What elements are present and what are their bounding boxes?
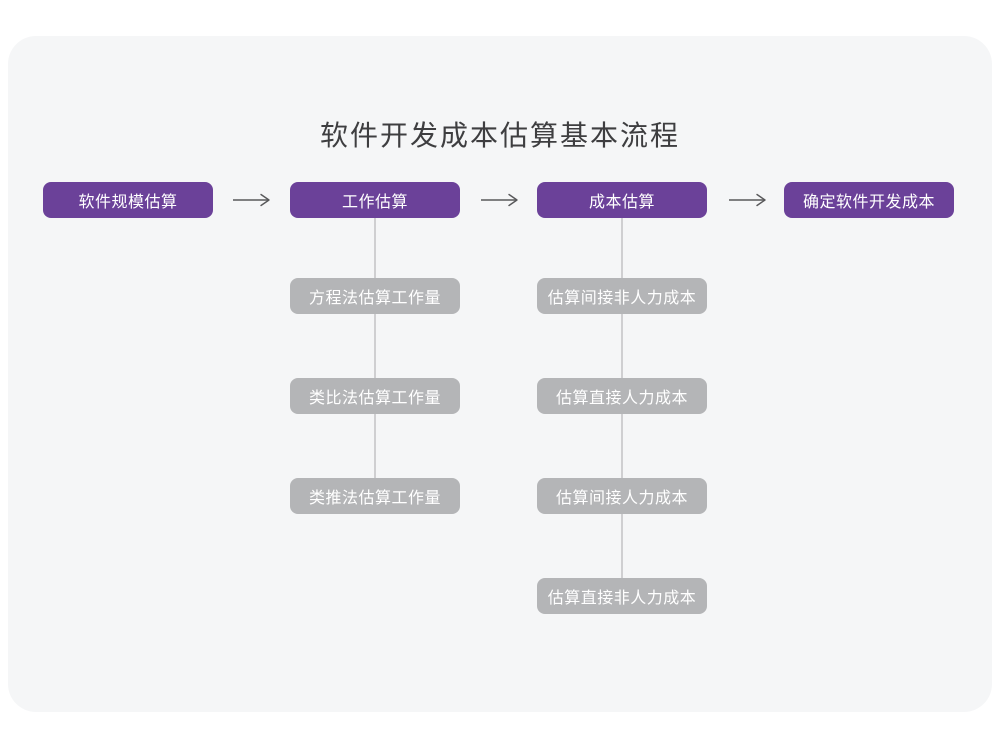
- node-label: 类比法估算工作量: [308, 390, 441, 407]
- flowchart-canvas: 软件开发成本估算基本流程 软件规模估算 工作估算 成本估算 确定软件开发成本 方…: [8, 36, 992, 712]
- subnode-direct-nonlabor-cost: 估算直接非人力成本: [537, 578, 707, 614]
- node-determine-dev-cost: 确定软件开发成本: [784, 182, 954, 218]
- node-label: 成本估算: [588, 194, 655, 211]
- subnode-analogy-method: 类推法估算工作量: [290, 478, 460, 514]
- node-label: 类推法估算工作量: [308, 490, 441, 507]
- connector-line-work-estimation: [374, 218, 376, 497]
- subnode-comparison-method: 类比法估算工作量: [290, 378, 460, 414]
- node-work-estimation: 工作估算: [290, 182, 460, 218]
- node-software-scale-estimation: 软件规模估算: [43, 182, 213, 218]
- node-label: 估算间接非人力成本: [547, 290, 697, 307]
- subnode-indirect-labor-cost: 估算间接人力成本: [537, 478, 707, 514]
- right-arrow-icon: [233, 193, 270, 207]
- right-arrow-icon: [481, 193, 518, 207]
- right-arrow-icon: [729, 193, 766, 207]
- diagram-title: 软件开发成本估算基本流程: [319, 120, 680, 151]
- subnode-equation-method: 方程法估算工作量: [290, 278, 460, 314]
- node-cost-estimation: 成本估算: [537, 182, 707, 218]
- node-label: 估算间接人力成本: [555, 490, 688, 507]
- node-label: 工作估算: [341, 194, 408, 211]
- node-label: 软件规模估算: [78, 194, 178, 211]
- node-label: 估算直接人力成本: [555, 390, 688, 407]
- node-label: 方程法估算工作量: [308, 290, 441, 307]
- node-label: 估算直接非人力成本: [547, 590, 697, 607]
- subnode-direct-labor-cost: 估算直接人力成本: [537, 378, 707, 414]
- subnode-indirect-nonlabor-cost: 估算间接非人力成本: [537, 278, 707, 314]
- node-label: 确定软件开发成本: [802, 194, 935, 211]
